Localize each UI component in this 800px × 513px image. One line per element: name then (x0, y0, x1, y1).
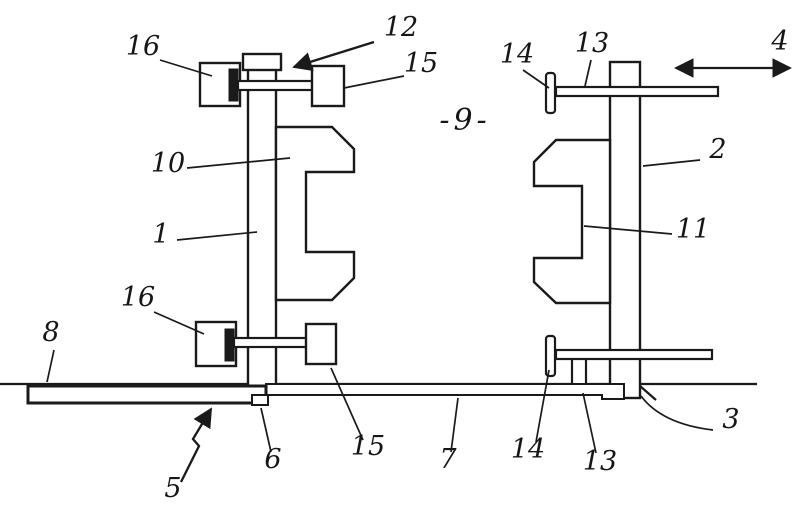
bottom-right-rod-plate (544, 334, 557, 378)
label-16-top: 16 (126, 31, 160, 62)
leader-15-bottom (330, 367, 364, 441)
label-13-bottom: 13 (583, 446, 617, 477)
bottom-left-clamp-bolt (232, 336, 314, 349)
leader-15-top (343, 75, 405, 89)
leader-16-top (159, 59, 213, 77)
figure-number: -9- (439, 103, 490, 138)
label-3: 3 (722, 404, 739, 435)
label-15-top: 15 (404, 48, 438, 79)
label-4: 4 (770, 26, 788, 57)
label-14-bottom: 14 (511, 434, 545, 465)
label-13-top: 13 (575, 28, 609, 59)
leader-10 (186, 157, 291, 169)
top-left-clamp-jaw (228, 68, 239, 102)
top-right-rod (554, 85, 720, 98)
leader-16-mid (153, 311, 205, 335)
label-12: 12 (384, 12, 418, 43)
label-5: 5 (164, 473, 181, 504)
leader-13-top (584, 59, 592, 87)
leader-14-top (522, 69, 550, 89)
leader-6 (260, 407, 272, 453)
leader-13-bottom (582, 392, 597, 454)
leader-11 (583, 225, 673, 235)
leader-2 (642, 159, 701, 167)
top-left-clamp-bolt (236, 79, 318, 92)
leader-1 (176, 231, 258, 241)
slide-bar (26, 384, 268, 405)
label-10: 10 (151, 148, 185, 179)
bottom-left-clamp-jaw (224, 328, 235, 362)
bottom-rail (265, 383, 625, 400)
leader-7 (450, 397, 459, 453)
top-right-rod-plate (544, 71, 557, 115)
small-block (251, 394, 269, 406)
leader-3 (640, 395, 714, 431)
label-14-top: 14 (500, 39, 534, 70)
label-16-mid: 16 (121, 282, 155, 313)
right-post-foot (639, 385, 657, 401)
left-post-cap (241, 52, 283, 72)
arrow-12 (292, 40, 375, 72)
label-6: 6 (264, 444, 281, 475)
leader-8 (46, 349, 55, 383)
bottom-left-clamp-block (304, 322, 338, 366)
label-7: 7 (439, 444, 457, 475)
label-15-bottom: 15 (351, 431, 385, 462)
label-8: 8 (42, 317, 59, 348)
leader-14-bottom (535, 369, 550, 443)
label-2: 2 (708, 134, 726, 165)
arrow-5 (179, 407, 213, 483)
label-11: 11 (676, 214, 710, 245)
label-1: 1 (152, 219, 169, 250)
left-stepped-profile (274, 125, 356, 302)
bottom-right-rod (554, 348, 714, 361)
right-stepped-profile (532, 138, 612, 305)
top-left-clamp-block (310, 64, 346, 108)
